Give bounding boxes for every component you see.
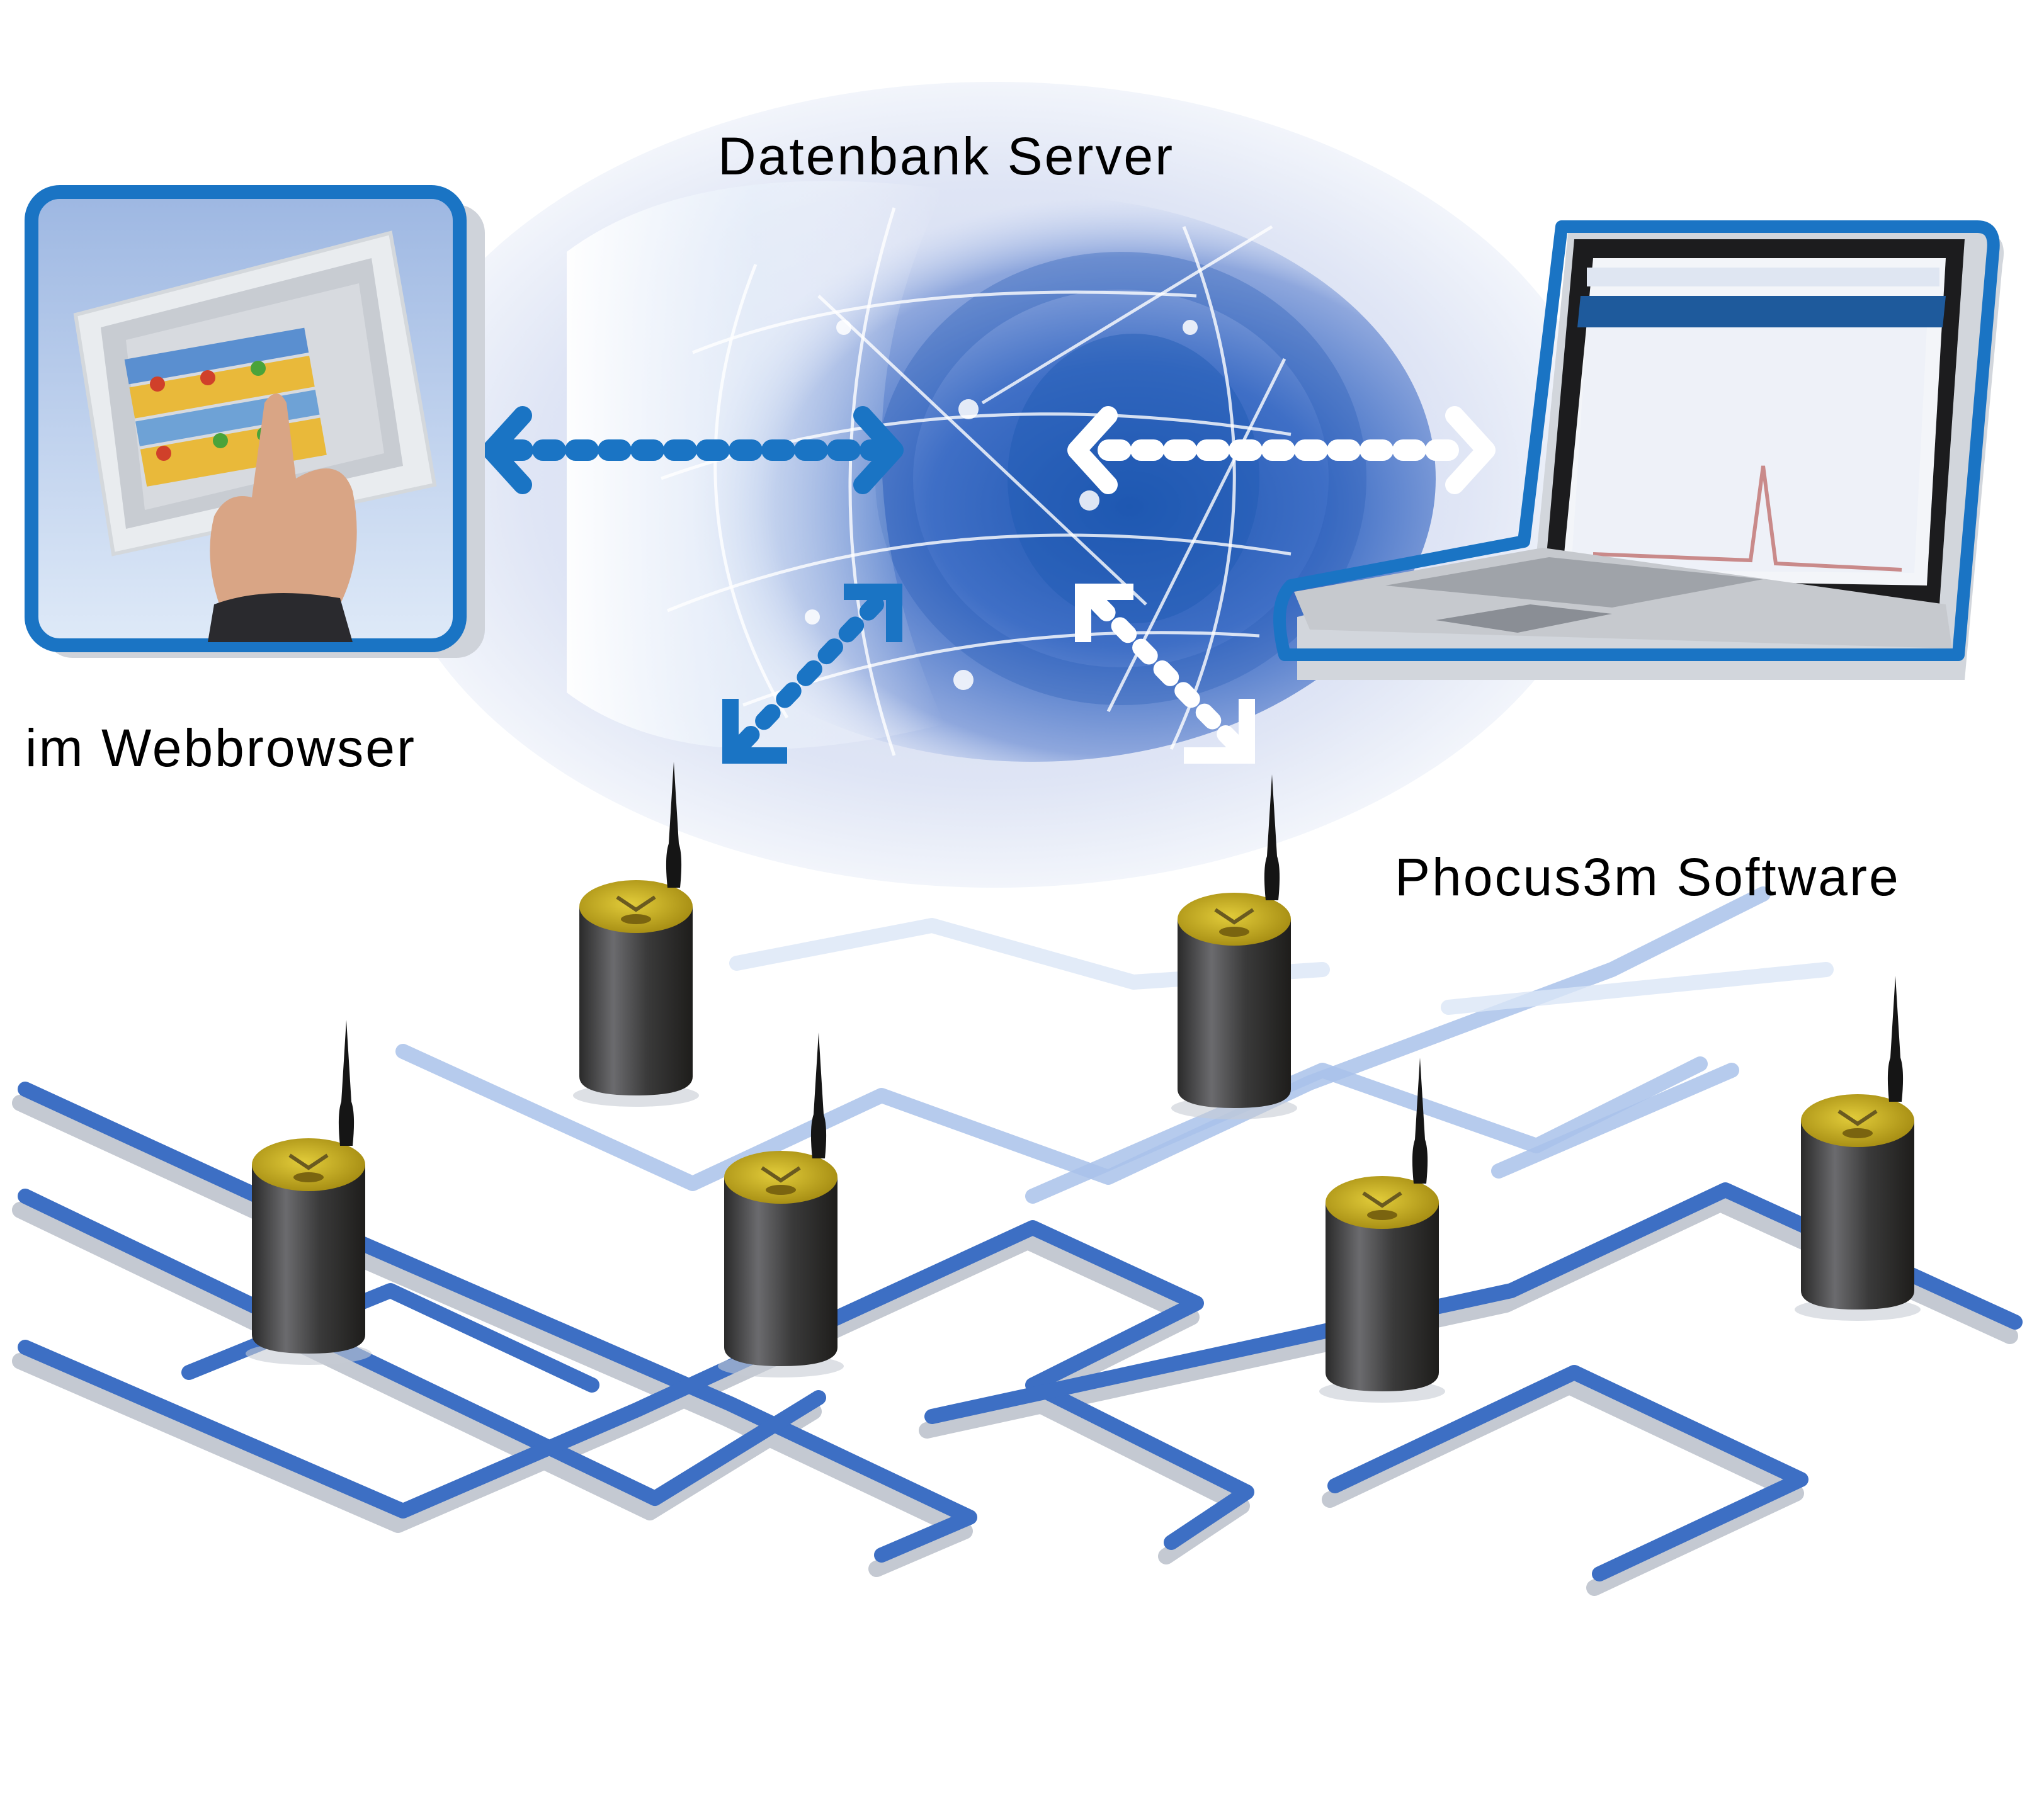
sensor-logger bbox=[1319, 1058, 1445, 1403]
laptop-blue-outline bbox=[1273, 220, 2000, 661]
browser-label: im Webbrowser bbox=[25, 718, 416, 778]
antenna-icon bbox=[1412, 1058, 1428, 1184]
arrow-server-sensors-blue bbox=[722, 584, 902, 764]
touch-tablet-icon bbox=[73, 230, 437, 642]
antenna-icon bbox=[338, 1020, 355, 1146]
globe-grid-nodes bbox=[805, 320, 1198, 690]
sensor-logger bbox=[1795, 976, 1921, 1321]
sensor-logger bbox=[718, 1032, 844, 1377]
laptop-icon bbox=[1273, 220, 2004, 680]
software-label: Phocus3m Software bbox=[1395, 847, 1900, 907]
server-label: Datenbank Server bbox=[718, 127, 1175, 186]
antenna-icon bbox=[1264, 774, 1280, 900]
laptop-trackpad bbox=[1436, 604, 1612, 633]
antenna-icon bbox=[810, 1032, 827, 1158]
sensor-logger bbox=[573, 762, 699, 1107]
arrow-server-software bbox=[1067, 406, 1496, 494]
globe-ring-inner bbox=[1008, 334, 1259, 623]
hand-icon bbox=[208, 393, 357, 642]
arrow-server-sensors-white bbox=[1075, 584, 1255, 764]
globe-left-wash bbox=[567, 181, 945, 749]
laptop-chart-spike bbox=[1593, 465, 1902, 572]
antenna-icon bbox=[1887, 976, 1904, 1102]
antenna-icon bbox=[666, 762, 682, 888]
sensor-logger bbox=[246, 1020, 372, 1365]
arrow-browser-server bbox=[482, 406, 904, 494]
sensor-logger bbox=[1171, 774, 1297, 1119]
